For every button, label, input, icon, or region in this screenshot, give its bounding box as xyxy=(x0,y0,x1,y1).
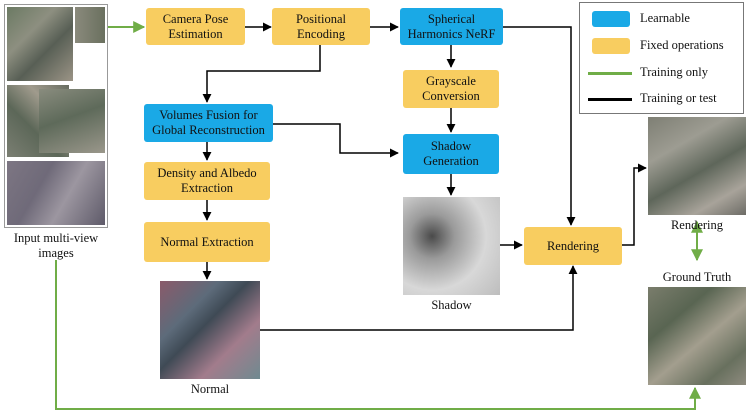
input-image-tile xyxy=(75,7,105,43)
arrow-normal-to-rendering xyxy=(260,265,578,331)
legend-item-fixed: Fixed operations xyxy=(580,36,743,56)
input-image-tile xyxy=(7,161,105,225)
legend-label-training-only: Training only xyxy=(640,65,708,79)
rendering-node: Rendering xyxy=(524,227,622,265)
normal-image xyxy=(160,281,260,379)
input-image-tile xyxy=(7,7,73,81)
arrow-nerf-to-rendering xyxy=(503,26,576,226)
legend-item-learnable: Learnable xyxy=(580,9,743,29)
legend: Learnable Fixed operations Training only… xyxy=(579,2,744,114)
spherical-harmonics-nerf-node: Spherical Harmonics NeRF xyxy=(400,8,503,45)
legend-item-training-only: Training only xyxy=(580,63,743,83)
ground-truth-image xyxy=(648,287,746,385)
shadow-image xyxy=(403,197,500,295)
density-albedo-node: Density and Albedo Extraction xyxy=(144,162,270,200)
grayscale-conversion-node: Grayscale Conversion xyxy=(403,70,499,108)
arrow-fusion-to-shadowgen xyxy=(273,123,399,158)
legend-swatch-learnable xyxy=(592,11,630,27)
shadow-generation-node: Shadow Generation xyxy=(403,134,499,174)
volumes-fusion-node: Volumes Fusion for Global Reconstruction xyxy=(144,104,273,142)
legend-label-training-or-test: Training or test xyxy=(640,91,717,105)
rendering-output-image xyxy=(648,117,746,215)
legend-line-training-or-test xyxy=(588,98,632,101)
normal-extraction-node: Normal Extraction xyxy=(144,222,270,262)
arrow-input-to-ground-truth xyxy=(55,260,701,410)
rendering-output-label: Rendering xyxy=(670,218,724,232)
legend-label-learnable: Learnable xyxy=(640,11,690,25)
normal-label: Normal xyxy=(190,382,230,396)
ground-truth-label: Ground Truth xyxy=(662,270,732,284)
input-images-label: Input multi-view images xyxy=(13,231,99,260)
input-image-tile xyxy=(39,89,105,153)
shadow-label: Shadow xyxy=(431,298,472,312)
legend-label-fixed: Fixed operations xyxy=(640,38,724,52)
input-images-frame xyxy=(4,4,108,228)
camera-pose-estimation-node: Camera Pose Estimation xyxy=(146,8,245,45)
positional-encoding-node: Positional Encoding xyxy=(272,8,370,45)
arrow-rendering-to-output xyxy=(622,163,647,246)
arrow-posenc-to-fusion xyxy=(202,45,321,103)
legend-swatch-fixed xyxy=(592,38,630,54)
legend-line-training-only xyxy=(588,72,632,75)
legend-item-training-or-test: Training or test xyxy=(580,89,743,109)
